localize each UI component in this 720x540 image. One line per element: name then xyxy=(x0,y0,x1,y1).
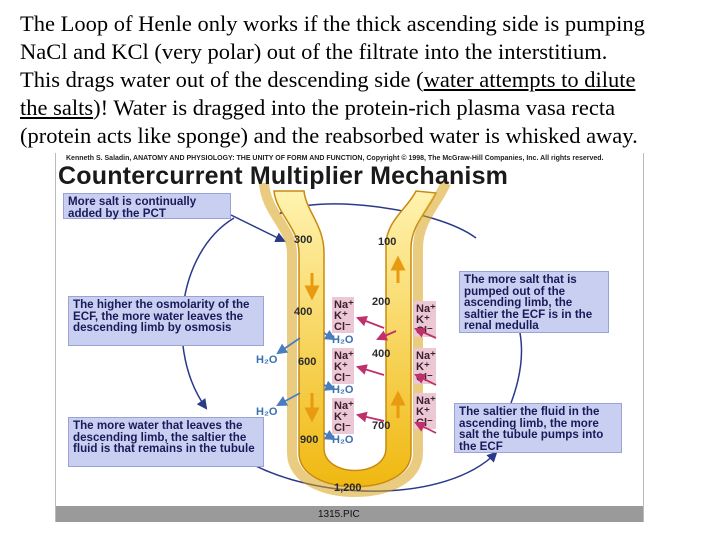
water-label-3: H₂O xyxy=(332,434,354,446)
figure-credit: Kenneth S. Saladin, ANATOMY AND PHYSIOLO… xyxy=(66,155,604,162)
water-label-2: H₂O xyxy=(332,384,354,396)
svg-text:Na⁺: Na⁺ xyxy=(416,350,436,362)
ion-cluster-3: Na⁺ K⁺ Cl⁻ xyxy=(332,398,354,434)
ion-cluster-4: Na⁺ K⁺ Cl⁻ xyxy=(414,301,436,337)
figure-code: 1315.PIC xyxy=(318,509,360,520)
osm-desc-300: 300 xyxy=(294,234,312,246)
pct-arrow xyxy=(230,214,286,243)
water-arrow-2 xyxy=(276,392,301,407)
osm-asc-700: 700 xyxy=(372,420,390,432)
svg-text:Cl⁻: Cl⁻ xyxy=(334,422,351,434)
water-label-left-2: H₂O xyxy=(256,406,278,418)
ion-arrow-3 xyxy=(355,411,385,423)
svg-text:K⁺: K⁺ xyxy=(334,361,348,373)
water-arrow-4 xyxy=(323,380,337,391)
svg-text:Na⁺: Na⁺ xyxy=(334,350,354,362)
svg-text:K⁺: K⁺ xyxy=(416,361,430,373)
ion-cluster-2: Na⁺ K⁺ Cl⁻ xyxy=(332,348,354,384)
svg-text:Na⁺: Na⁺ xyxy=(334,299,354,311)
intro-line-4-underlined: the salts xyxy=(20,95,94,120)
water-arrow-5 xyxy=(323,429,336,441)
figure-footer-bar xyxy=(56,506,643,522)
osm-asc-400: 400 xyxy=(372,348,390,360)
ion-arrow-5 xyxy=(414,374,437,386)
box-osmolarity: The higher the osmolarity of the ECF, th… xyxy=(68,296,264,346)
intro-line-3: This drags water out of the descending s… xyxy=(20,67,424,92)
tubule-outer-ascending xyxy=(413,180,451,249)
ion-cluster-1: Na⁺ K⁺ Cl⁻ xyxy=(332,297,354,333)
figure-title: Countercurrent Multiplier Mechanism xyxy=(58,162,509,190)
tubule-outer-descending xyxy=(259,182,423,497)
box-pct: More salt is continually added by the PC… xyxy=(63,193,231,219)
ion-arrow-2 xyxy=(355,364,385,376)
svg-text:Na⁺: Na⁺ xyxy=(334,400,354,412)
intro-line-2: NaCl and KCl (very polar) out of the fil… xyxy=(20,39,608,64)
ion-arrow-6 xyxy=(414,422,437,434)
ion-cluster-6: Na⁺ K⁺ Cl⁻ xyxy=(414,393,436,429)
svg-text:K⁺: K⁺ xyxy=(334,310,348,322)
osm-bottom-1200: 1,200 xyxy=(334,482,362,494)
water-arrow-1 xyxy=(276,337,301,355)
osm-desc-400: 400 xyxy=(294,306,312,318)
osm-desc-900: 900 xyxy=(300,434,318,446)
intro-line-1: The Loop of Henle only works if the thic… xyxy=(20,11,645,36)
water-label-1: H₂O xyxy=(332,334,354,346)
svg-text:Cl⁻: Cl⁻ xyxy=(334,372,351,384)
intro-text: The Loop of Henle only works if the thic… xyxy=(20,10,710,150)
intro-line-4: )! Water is dragged into the protein-ric… xyxy=(93,95,616,120)
water-label-left-1: H₂O xyxy=(256,354,278,366)
osm-desc-600: 600 xyxy=(298,356,316,368)
osm-asc-100: 100 xyxy=(378,236,396,248)
box-more-salt: The more salt that is pumped out of the … xyxy=(459,271,609,333)
svg-text:K⁺: K⁺ xyxy=(416,406,430,418)
svg-text:Na⁺: Na⁺ xyxy=(416,395,436,407)
ion-arrow-4 xyxy=(414,327,437,339)
water-arrow-3 xyxy=(323,329,336,341)
svg-text:Cl⁻: Cl⁻ xyxy=(334,321,351,333)
ion-arrow-1 xyxy=(355,316,385,329)
svg-text:K⁺: K⁺ xyxy=(416,314,430,326)
box-saltier: The saltier the fluid in the ascending l… xyxy=(454,403,622,453)
ion-arrow-left-1 xyxy=(376,330,397,341)
intro-line-3-underlined: water attempts to dilute xyxy=(423,67,636,92)
figure-graphics: 300 400 600 900 100 200 400 700 1,200 Na… xyxy=(181,180,523,497)
box-more-water: The more water that leaves the descendin… xyxy=(68,417,264,467)
svg-text:Na⁺: Na⁺ xyxy=(416,303,436,315)
countercurrent-figure: 300 400 600 900 100 200 400 700 1,200 Na… xyxy=(55,153,644,522)
intro-line-5: (protein acts like sponge) and the reabs… xyxy=(20,123,638,148)
osm-asc-200: 200 xyxy=(372,296,390,308)
svg-text:K⁺: K⁺ xyxy=(334,411,348,423)
